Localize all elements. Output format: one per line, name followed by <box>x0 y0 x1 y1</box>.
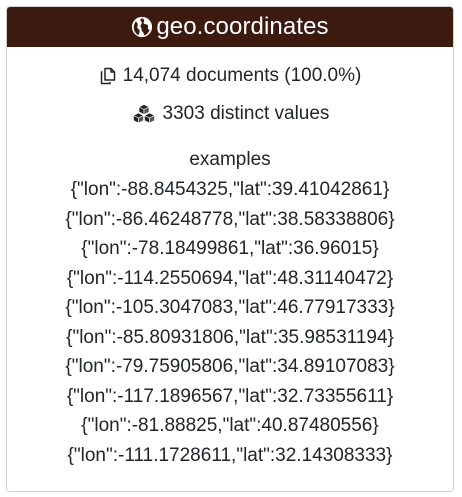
distinct-count: 3303 distinct values <box>162 103 330 124</box>
card-header: geo.coordinates <box>7 7 453 47</box>
example-item: {"lon":-117.1896567,"lat":32.73355611} <box>66 385 394 407</box>
documents-stat: 14,074 documents (100.0%) <box>7 57 453 95</box>
example-item: {"lon":-78.18499861,"lat":36.96015} <box>81 238 379 259</box>
examples-list: {"lon":-88.8454325,"lat":39.41042861} {"… <box>7 175 453 470</box>
example-item: {"lon":-79.75905806,"lat":34.89107083} <box>65 356 395 377</box>
example-item: {"lon":-105.3047083,"lat":46.77917333} <box>65 297 395 318</box>
example-item: {"lon":-111.1728611,"lat":32.14308333} <box>67 444 393 466</box>
example-item: {"lon":-88.8454325,"lat":39.41042861} <box>70 179 390 200</box>
examples-heading: examples <box>189 149 271 170</box>
card-title: geo.coordinates <box>156 13 329 40</box>
documents-count: 14,074 documents (100.0%) <box>122 65 362 86</box>
example-item: {"lon":-114.2550694,"lat":48.31140472} <box>66 267 394 289</box>
cubes-icon <box>132 104 155 124</box>
distinct-stat: 3303 distinct values <box>7 95 453 133</box>
example-item: {"lon":-81.88825,"lat":40.87480556} <box>81 415 379 436</box>
field-summary-card: geo.coordinates 14,074 documents (100.0%… <box>6 6 454 492</box>
example-item: {"lon":-85.80931806,"lat":35.98531194} <box>66 326 394 348</box>
documents-icon <box>100 67 115 85</box>
example-item: {"lon":-86.46248778,"lat":38.58338806} <box>65 208 395 230</box>
globe-icon <box>132 16 153 38</box>
